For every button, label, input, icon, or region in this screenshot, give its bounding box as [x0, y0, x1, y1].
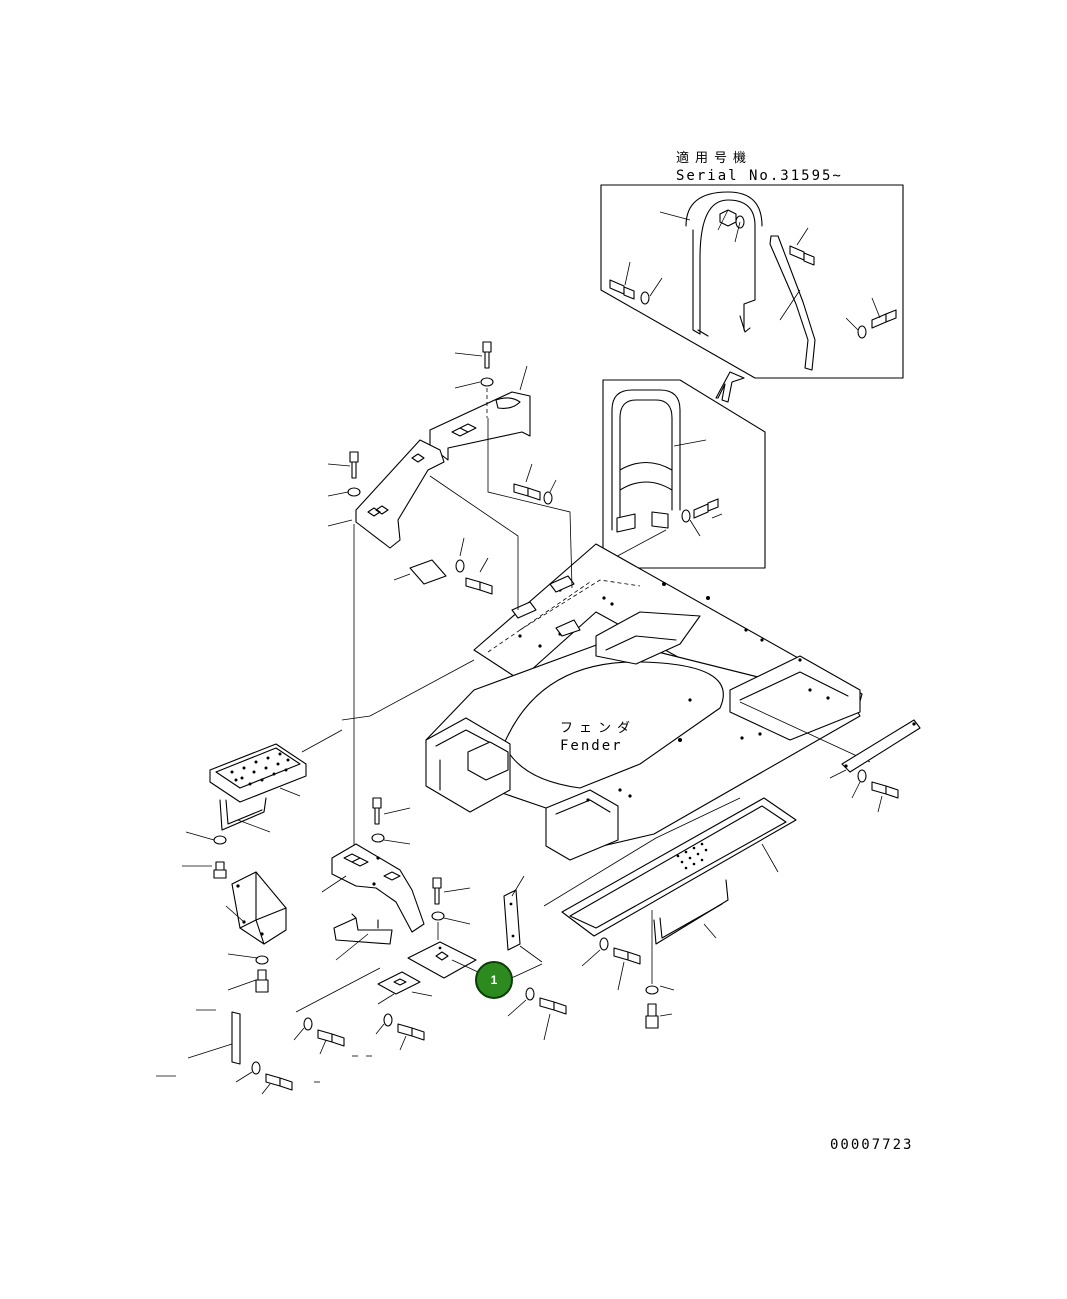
fender-label-en: Fender	[560, 738, 623, 754]
step-plate	[209, 729, 343, 833]
bolt-icon	[432, 877, 442, 905]
lower-mesh-bracket	[321, 843, 425, 961]
bolt-icon	[465, 577, 493, 595]
drawing-number: 00007723	[830, 1137, 913, 1153]
washer-icon	[599, 937, 609, 951]
washer-icon	[480, 377, 494, 387]
washer-icon	[303, 1017, 313, 1031]
washer-icon	[681, 509, 691, 523]
bolt-icon	[645, 1003, 659, 1029]
washer-icon	[543, 491, 553, 505]
tie-bar	[829, 719, 921, 779]
fender-label-ja: フェンダ	[560, 721, 636, 736]
small-plate	[187, 1011, 241, 1065]
washer-icon	[857, 769, 867, 783]
guard-cover	[225, 871, 287, 945]
strap-plate	[503, 875, 543, 963]
bolt-icon	[255, 969, 269, 993]
washer-icon	[371, 833, 385, 843]
bolt-icon	[482, 341, 492, 369]
bolt-icon	[265, 1073, 293, 1091]
bolt-icon	[349, 451, 359, 479]
upper-bracket-assembly	[327, 341, 557, 595]
bolt-icon	[372, 797, 382, 825]
washer-icon	[431, 911, 445, 921]
nut-icon	[719, 209, 737, 227]
cover-plate	[407, 941, 479, 979]
side-step-holes	[676, 842, 708, 870]
fender-frame	[425, 543, 863, 861]
bolt-icon	[871, 781, 899, 799]
washer-icon	[640, 291, 650, 305]
bolt-icon	[789, 245, 815, 266]
washer-icon	[383, 1013, 393, 1027]
arrow-up-icon	[715, 371, 745, 403]
handrail-inset-frame	[602, 379, 766, 569]
washer-icon	[645, 985, 659, 995]
washer-icon	[213, 835, 227, 845]
bolt-icon	[539, 997, 567, 1015]
washer-icon	[857, 325, 867, 339]
washer-icon	[455, 559, 465, 573]
bolt-icon	[213, 861, 227, 879]
washer-icon	[255, 955, 269, 965]
bolt-icon	[693, 498, 719, 519]
bolt-icon	[317, 1029, 345, 1047]
bolt-icon	[513, 483, 541, 501]
washer-icon	[525, 987, 535, 1001]
washer-icon	[347, 487, 361, 497]
cover-plate-small	[377, 971, 433, 1005]
callout-1-label: 1	[491, 973, 498, 987]
bolt-icon	[609, 279, 635, 300]
step-holes	[230, 752, 290, 786]
bolt-icon	[613, 947, 641, 965]
applicable-serial-label-ja: 適用号機	[676, 150, 752, 166]
serial-number-label: Serial No.31595~	[676, 168, 843, 184]
serial-inset-frame	[600, 184, 904, 379]
side-step	[543, 797, 797, 945]
bolt-icon	[397, 1023, 425, 1041]
callout-1[interactable]: 1	[475, 961, 513, 999]
bolt-icon	[871, 309, 897, 329]
washer-icon	[251, 1061, 261, 1075]
